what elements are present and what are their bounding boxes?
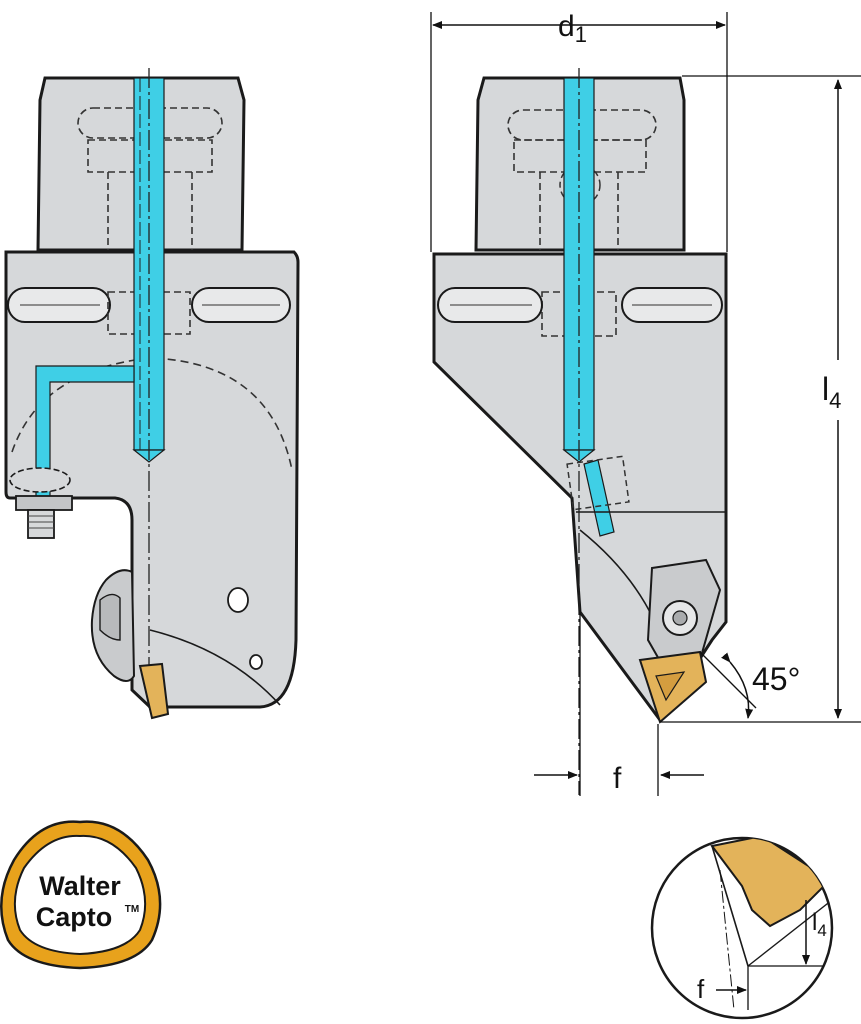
left-insert (138, 662, 170, 720)
dimension-l4 (660, 75, 861, 723)
detail-view: l4 f (650, 836, 834, 1020)
angle-label: 45° (752, 661, 800, 697)
left-view (4, 68, 300, 720)
left-shank-hidden-stem (107, 172, 193, 250)
logo-line1: Walter (39, 871, 121, 901)
detail-f-label: f (697, 974, 705, 1004)
logo-tm: TM (125, 904, 139, 915)
dimension-angle (699, 651, 757, 719)
right-view (432, 68, 728, 795)
logo-line2: Capto (36, 902, 113, 932)
dimension-d1 (430, 12, 728, 252)
left-hole-large (227, 587, 249, 613)
walter-capto-logo: Walter Capto TM (0, 820, 162, 970)
left-hole-small (249, 654, 263, 670)
detail-l4-label: l4 (812, 909, 827, 940)
l4-label: l4 (822, 371, 841, 413)
f-label: f (613, 762, 622, 795)
dimension-f (534, 610, 704, 796)
d1-label: d1 (558, 10, 587, 47)
left-coolant-plug-head (9, 467, 71, 493)
left-coolant-plug (15, 495, 73, 511)
